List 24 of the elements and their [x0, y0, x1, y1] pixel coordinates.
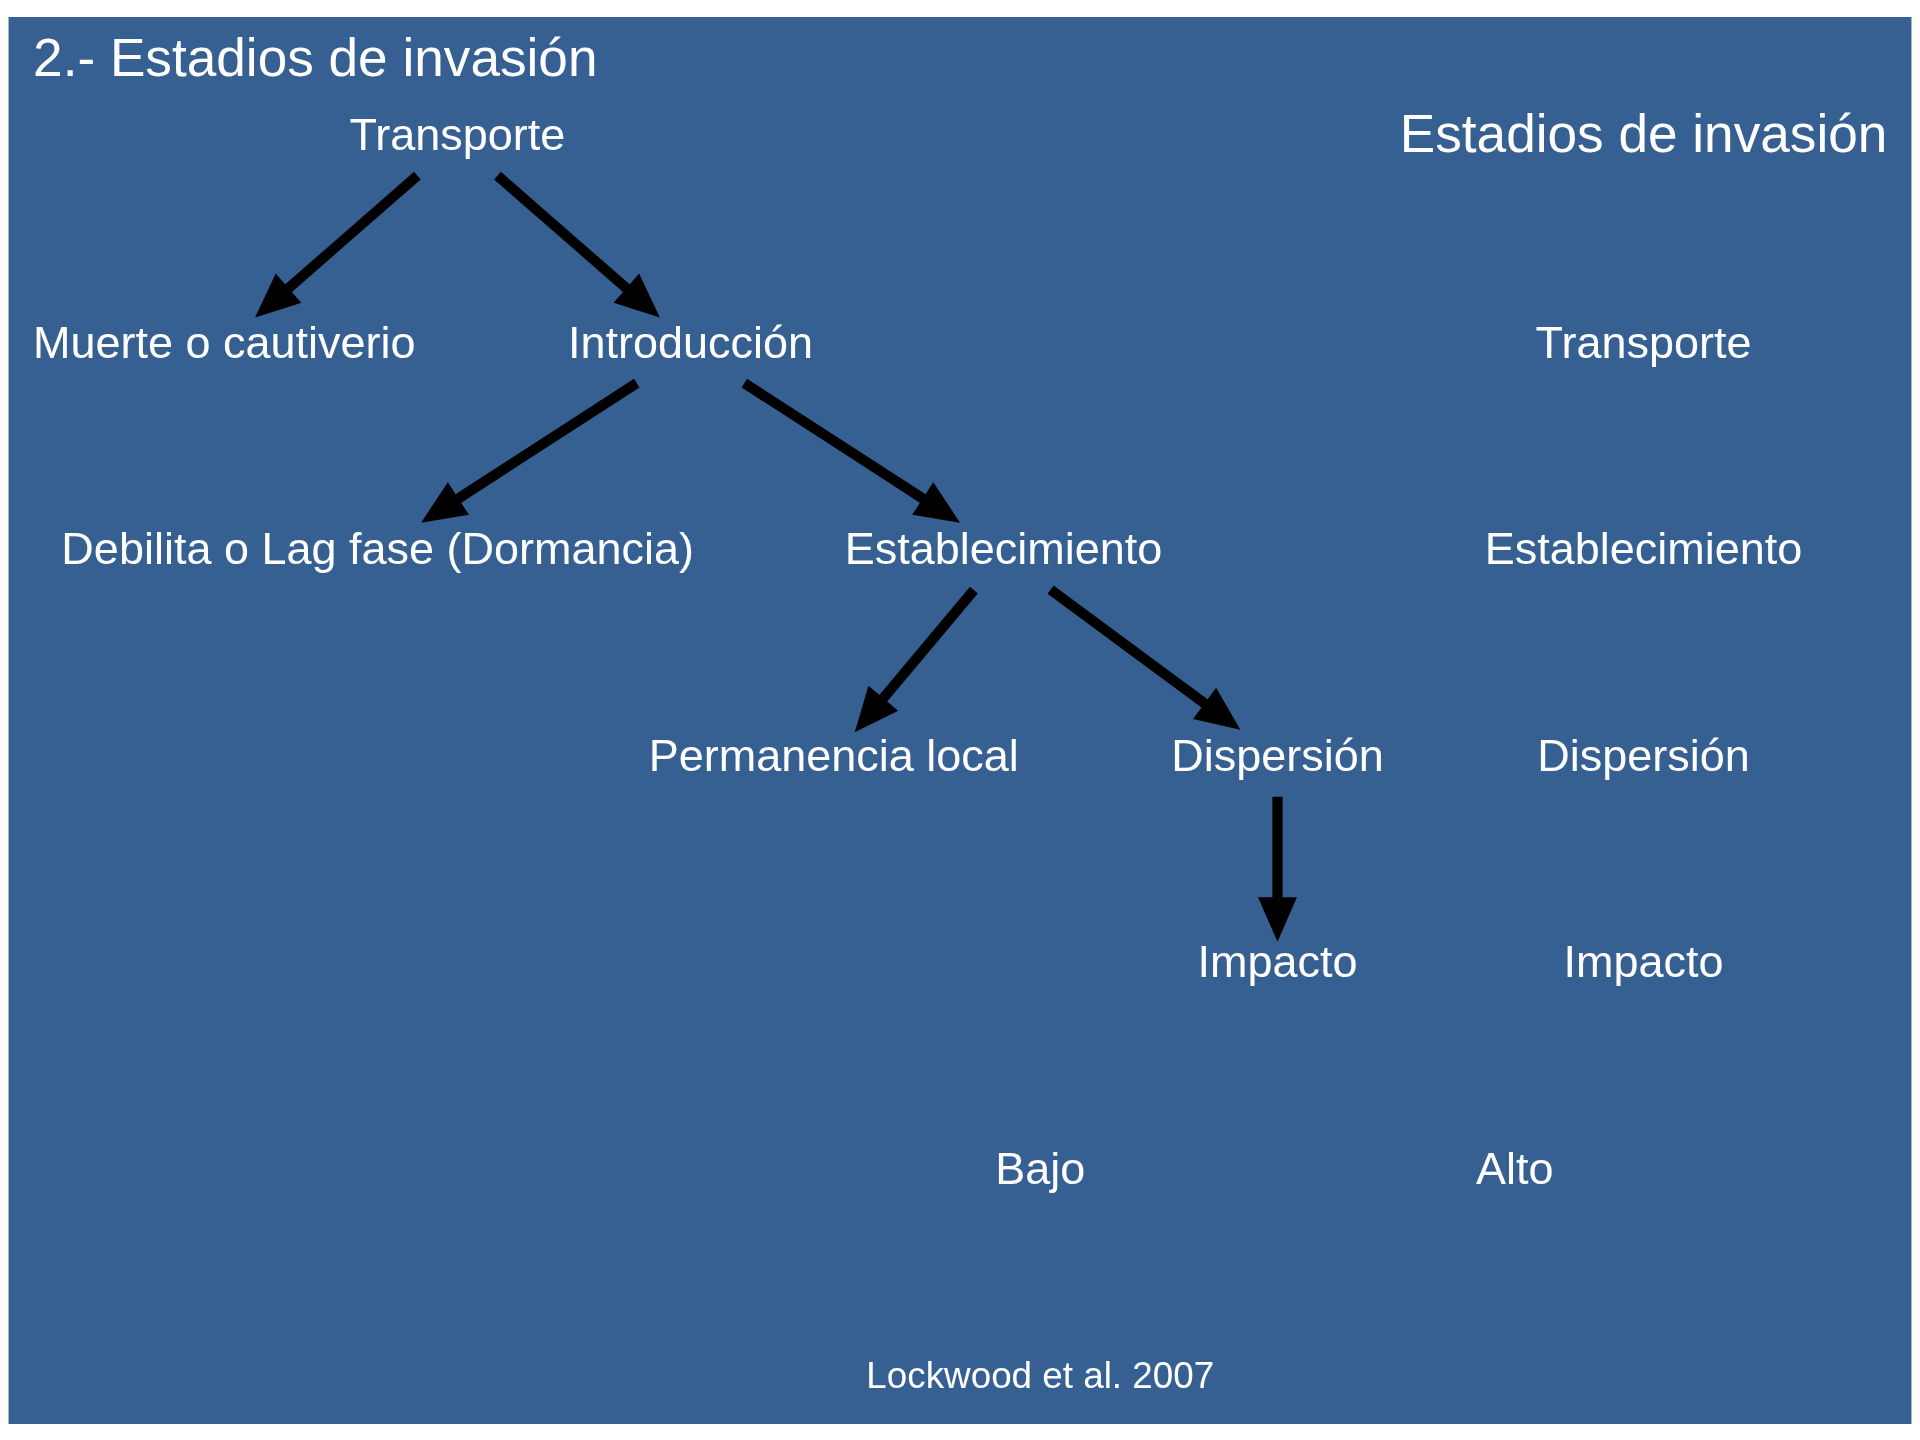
- node-text: Establecimiento: [844, 522, 1163, 574]
- label: Dispersión: [1537, 729, 1750, 781]
- label: Alto: [1475, 1142, 1554, 1194]
- arrow: [1258, 796, 1297, 942]
- arrow: [494, 171, 660, 317]
- diagram-title: 2.- Estadios de invasión: [33, 27, 598, 87]
- label: Bajo: [995, 1142, 1086, 1194]
- arrow: [854, 586, 978, 732]
- label: Impacto: [1563, 935, 1724, 987]
- label: Estadios de invasión: [1399, 103, 1888, 163]
- node-text: Permanencia local: [648, 729, 1019, 781]
- label: Establecimiento: [1484, 522, 1803, 574]
- node-text: Dispersión: [1171, 729, 1384, 781]
- arrow: [1047, 585, 1241, 730]
- caption: Lockwood et al. 2007: [866, 1354, 1215, 1396]
- node-text: Impacto: [1197, 935, 1358, 987]
- node-text: Transporte: [349, 108, 566, 160]
- node-text: Muerte o cautiverio: [33, 316, 416, 368]
- arrow: [421, 378, 640, 523]
- arrow: [741, 378, 961, 523]
- arrow: [255, 171, 421, 317]
- label: Transporte: [1535, 316, 1752, 368]
- node-text: Debilita o Lag fase (Dormancia): [61, 522, 694, 574]
- node-text: Introducción: [568, 316, 814, 368]
